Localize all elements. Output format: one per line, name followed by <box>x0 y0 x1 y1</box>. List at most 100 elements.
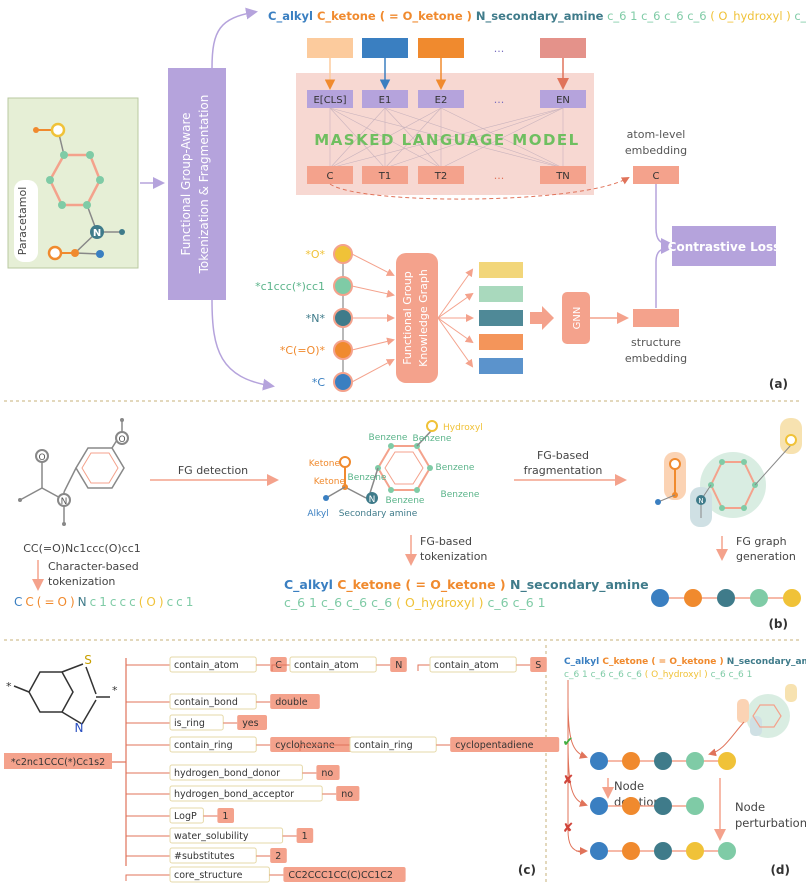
fg-embed <box>479 262 523 278</box>
node-to-kg-arrows <box>351 253 395 383</box>
relation-label: contain_atom <box>294 660 359 671</box>
contrastive-loss-box <box>672 226 776 266</box>
mini-fragment <box>737 684 797 738</box>
molecule-name: Paracetamol <box>16 187 29 256</box>
output-token: C <box>327 171 334 182</box>
fg-graph-chain <box>651 589 801 607</box>
svg-text:N: N <box>93 228 101 239</box>
molecule-name-pill <box>14 180 38 262</box>
relation-label: #substitutes <box>174 851 235 862</box>
fg-seq-b-line2: c_6 1 c_6 c_6 c_6 ( O_hydroxyl ) c_6 c_6… <box>284 595 546 610</box>
node-perturb-label-1: Node <box>735 800 765 814</box>
relation-label: contain_atom <box>434 660 499 671</box>
token-span: c_6 1 c_6 c_6 c_6 <box>284 595 396 610</box>
attach-star: * <box>6 680 12 693</box>
token-span: N_secondary_amine <box>724 657 806 667</box>
gnn-label: GNN <box>572 307 583 330</box>
relation-value: 2 <box>275 851 281 862</box>
relation: #substitutes 2 <box>125 847 287 864</box>
token-span: N <box>78 595 87 609</box>
token-span: ( = O_ketone ) <box>401 577 506 593</box>
valid-mark: ✔ <box>563 735 574 750</box>
structure-label-2: embedding <box>625 352 687 365</box>
atom-embedding-token: C <box>653 171 660 182</box>
input-block <box>540 38 586 58</box>
output-token: ... <box>494 169 505 182</box>
relation-value: double <box>275 697 308 708</box>
structure-embedding-block <box>633 309 679 327</box>
kg-label-2: Knowledge Graph <box>417 269 430 367</box>
relation-value: 1 <box>302 831 308 842</box>
embed-token: E2 <box>435 95 448 106</box>
token-span: N_secondary_amine <box>506 577 649 593</box>
relation-value: no <box>321 768 333 779</box>
tokenization-label-2: Tokenization & Fragmentation <box>197 95 211 275</box>
node-perturb-label-2: perturbation <box>735 816 806 830</box>
structure-label-1: structure <box>631 336 681 349</box>
relation: hydrogen_bond_donor no <box>125 764 340 781</box>
token-span: C <box>14 595 22 609</box>
kg-label-1: Functional Group <box>401 271 414 365</box>
relation-label: hydrogen_bond_donor <box>174 768 280 779</box>
attach-star: * <box>112 684 118 697</box>
panel-d-tag: (d) <box>770 863 790 877</box>
tokenization-box <box>168 68 226 300</box>
molecule-b-detected: N <box>323 420 438 505</box>
token-span: ( = O_ketone ) <box>376 9 472 24</box>
token-span: 1 <box>99 595 107 609</box>
input-block <box>362 38 408 58</box>
token-span: ) <box>159 595 164 609</box>
svg-text:O: O <box>38 453 45 463</box>
input-block <box>418 38 464 58</box>
token-span: C_ketone <box>313 9 376 24</box>
molecule-b: O N O <box>18 418 129 526</box>
token-span: C <box>25 595 33 609</box>
fg-embed <box>479 334 523 350</box>
contrastive-loss-label: Contrastive Loss <box>668 240 781 254</box>
token-span: C_ketone <box>599 657 648 667</box>
relation-value: no <box>341 789 353 800</box>
svg-text:O: O <box>118 435 125 445</box>
smiles-c: *c2nc1CCC(*)Cc1s2 <box>11 757 105 768</box>
relation-label: contain_atom <box>174 660 239 671</box>
atom-embedding-block <box>633 166 679 184</box>
fg-seq-b-line1: C_alkyl C_ketone ( = O_ketone ) N_second… <box>284 577 649 593</box>
fg-node-label: *N* <box>306 312 326 325</box>
token-span: ( O_hydroxyl ) <box>645 670 708 680</box>
token-span: ( O_hydroxyl ) <box>707 9 791 23</box>
paracetamol-molecule: N <box>33 122 125 261</box>
fg-label-amine: Secondary amine <box>339 509 418 519</box>
relation-label: is_ring <box>174 718 205 729</box>
char-tok-label-2: tokenization <box>48 575 115 588</box>
embed-token: EN <box>556 95 570 106</box>
embed-token: ... <box>494 93 505 106</box>
token-span: c_6 1 c_6 c_6 c_6 <box>564 670 645 680</box>
token-span: C_ketone <box>333 577 401 593</box>
output-row: C T1 T2 ... TN <box>307 166 586 184</box>
seq-d-line1: C_alkyl C_ketone ( = O_ketone ) N_second… <box>564 657 806 667</box>
token-span: ) <box>70 595 75 609</box>
token-span: c <box>120 595 127 609</box>
fg-label-hydroxyl: Hydroxyl <box>443 423 483 433</box>
fg-label-benzene: Benzene <box>369 433 408 443</box>
token-span: c_6 c_6 1 <box>791 9 806 23</box>
token-span: 1 <box>186 595 194 609</box>
token-span: ( = O_ketone ) <box>648 657 723 667</box>
fg-node-label: *C(=O)* <box>280 344 326 357</box>
relation-value: cyclopentadiene <box>455 740 533 751</box>
seq-d-line2: c_6 1 c_6 c_6 c_6 ( O_hydroxyl ) c_6 c_6… <box>564 670 752 680</box>
fg-tok-label-2: tokenization <box>420 550 487 563</box>
token-span: c_6 1 c_6 c_6 c_6 <box>603 9 706 23</box>
node-deletion-label-1: Node <box>614 779 644 793</box>
atom-n: N <box>75 721 84 735</box>
